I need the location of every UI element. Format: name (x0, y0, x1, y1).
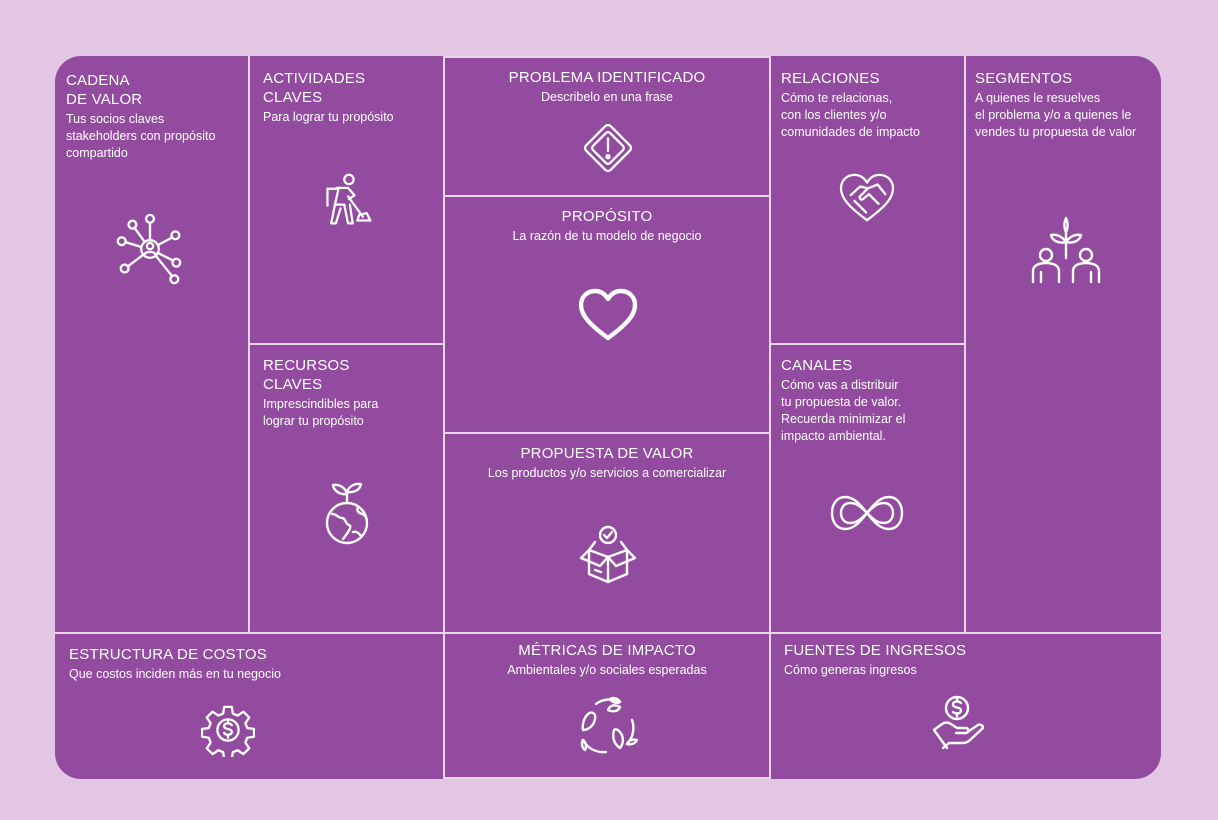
block-estructura-de-costos: ESTRUCTURA DE COSTOS Que costos inciden … (55, 634, 443, 779)
divider (769, 343, 965, 345)
block-subtitle: Para lograr tu propósito (263, 110, 394, 124)
block-subtitle: Cómo te relacionas, con los clientes y/o… (781, 91, 920, 139)
block-subtitle: A quienes le resuelves el problema y/o a… (975, 91, 1137, 139)
divider (443, 56, 771, 58)
block-segmentos: SEGMENTOS A quienes le resuelves el prob… (966, 56, 1161, 632)
block-relaciones: RELACIONES Cómo te relacionas, con los c… (771, 56, 964, 343)
block-title: FUENTES DE INGRESOS (784, 642, 967, 659)
worker-shovel-icon (320, 171, 376, 229)
divider (443, 195, 771, 197)
block-title: CANALES (781, 357, 853, 374)
block-subtitle: Describelo en una frase (540, 90, 674, 104)
block-title: SEGMENTOS (975, 70, 1073, 87)
globe-sprout-icon (322, 474, 372, 546)
block-title: ESTRUCTURA DE COSTOS (69, 646, 267, 663)
network-people-icon (111, 210, 189, 288)
block-subtitle: Tus socios claves stakeholders con propó… (66, 112, 216, 160)
business-model-canvas: CADENA DE VALOR Tus socios claves stakeh… (55, 56, 1161, 779)
divider (964, 56, 966, 633)
block-subtitle: La razón de tu modelo de negocio (512, 229, 702, 243)
block-subtitle: Que costos inciden más en tu negocio (69, 667, 281, 681)
block-title: RELACIONES (781, 70, 880, 87)
block-subtitle: Cómo vas a distribuir tu propuesta de va… (781, 378, 906, 443)
block-fuentes-de-ingresos: FUENTES DE INGRESOS Cómo generas ingreso… (771, 634, 1161, 779)
block-title: PROPÓSITO (561, 208, 653, 225)
block-problema-identificado: PROBLEMA IDENTIFICADO Describelo en una … (445, 58, 769, 195)
block-title: PROPUESTA DE VALOR (520, 445, 694, 462)
block-recursos-claves: RECURSOS CLAVES Imprescindibles para log… (250, 345, 443, 632)
hand-coin-icon (931, 694, 991, 756)
divider (443, 432, 771, 434)
block-title: PROBLEMA IDENTIFICADO (508, 69, 706, 86)
block-title: ACTIVIDADES CLAVES (263, 70, 366, 106)
divider (55, 632, 1161, 634)
block-title: CADENA DE VALOR (66, 72, 143, 108)
block-subtitle: Los productos y/o servicios a comerciali… (487, 466, 727, 480)
handshake-heart-icon (837, 172, 897, 224)
block-actividades-claves: ACTIVIDADES CLAVES Para lograr tu propós… (250, 56, 443, 343)
heart-icon (577, 287, 639, 343)
box-check-icon (577, 524, 639, 584)
block-proposito: PROPÓSITO La razón de tu modelo de negoc… (445, 197, 769, 432)
divider (248, 343, 444, 345)
block-subtitle: Cómo generas ingresos (784, 663, 917, 677)
people-plant-icon (1030, 214, 1102, 284)
block-title: RECURSOS CLAVES (263, 357, 350, 393)
warning-diamond-icon (581, 121, 635, 175)
block-subtitle: Ambientales y/o sociales esperadas (507, 663, 707, 677)
block-metricas-de-impacto: MÉTRICAS DE IMPACTO Ambientales y/o soci… (445, 634, 769, 777)
block-propuesta-de-valor: PROPUESTA DE VALOR Los productos y/o ser… (445, 434, 769, 632)
block-subtitle: Imprescindibles para lograr tu propósito (263, 397, 379, 428)
block-canales: CANALES Cómo vas a distribuir tu propues… (771, 345, 964, 632)
block-cadena-de-valor: CADENA DE VALOR Tus socios claves stakeh… (55, 56, 248, 632)
infinity-icon (829, 493, 905, 533)
recycle-leaves-icon (576, 694, 640, 758)
gear-dollar-icon (201, 703, 255, 757)
divider (769, 56, 771, 779)
block-title: MÉTRICAS DE IMPACTO (518, 642, 696, 659)
divider (443, 56, 445, 779)
divider (443, 777, 771, 779)
